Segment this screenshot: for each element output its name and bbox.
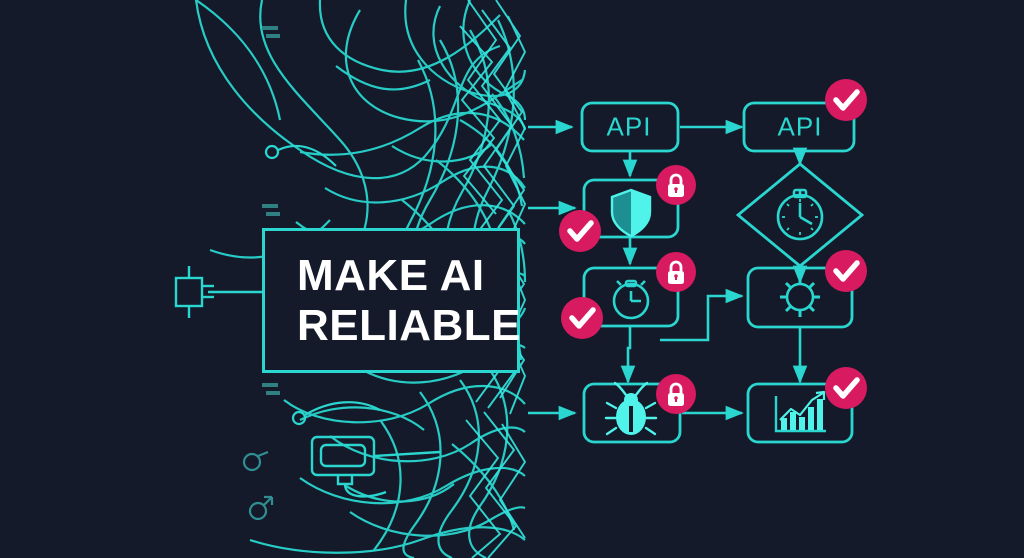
- api-egress-node[interactable]: [742, 101, 856, 153]
- bar-chart-trend-icon: [774, 390, 826, 433]
- status-badge-lock: [656, 374, 696, 414]
- status-badge-check: [561, 297, 603, 339]
- api-ingress-label: API: [606, 111, 652, 142]
- flowchart-badges: [559, 79, 867, 414]
- analytics-chart-node[interactable]: [746, 382, 854, 444]
- mars-glyph: [242, 450, 269, 472]
- shield-icon: [610, 188, 652, 238]
- plug-connector-icon: [174, 266, 262, 318]
- make-ai-reliable-title: MAKE AI RELIABLE: [262, 228, 521, 373]
- mars-glyph: [248, 495, 274, 521]
- flowchart-node-icons: [604, 188, 826, 436]
- stack-bars-glyph: [262, 383, 280, 395]
- status-badge-lock: [656, 165, 696, 205]
- api-ingress-node[interactable]: [580, 101, 680, 153]
- status-badge-check: [825, 367, 867, 409]
- api-egress-label: API: [777, 111, 823, 142]
- timeout-decision-node[interactable]: [735, 162, 865, 268]
- stack-bars-glyph: [262, 26, 280, 38]
- title-line-1: MAKE AI: [297, 250, 485, 300]
- stopwatch-icon: [612, 279, 650, 320]
- status-badge-check: [825, 250, 867, 292]
- status-badge-check: [825, 79, 867, 121]
- config-gear-node[interactable]: [746, 266, 854, 329]
- status-badge-lock: [656, 252, 696, 292]
- stopwatch-icon: [776, 188, 824, 241]
- connector-retry-timer-to-bug: [620, 326, 636, 384]
- left-decorations: [174, 26, 441, 521]
- title-line-2: RELIABLE: [297, 300, 521, 350]
- retry-timer-node[interactable]: [582, 266, 680, 328]
- bug-icon: [604, 381, 658, 436]
- stack-bars-glyph: [262, 204, 280, 216]
- circle-terminal-node: [291, 401, 381, 426]
- monitor-device-icon: [310, 435, 441, 498]
- status-badge-check: [559, 210, 601, 252]
- flowchart-connectors: [528, 119, 808, 421]
- connector-retry-timer-to-gear: [660, 288, 744, 342]
- circle-terminal-node: [264, 144, 337, 167]
- gear-icon: [780, 277, 820, 317]
